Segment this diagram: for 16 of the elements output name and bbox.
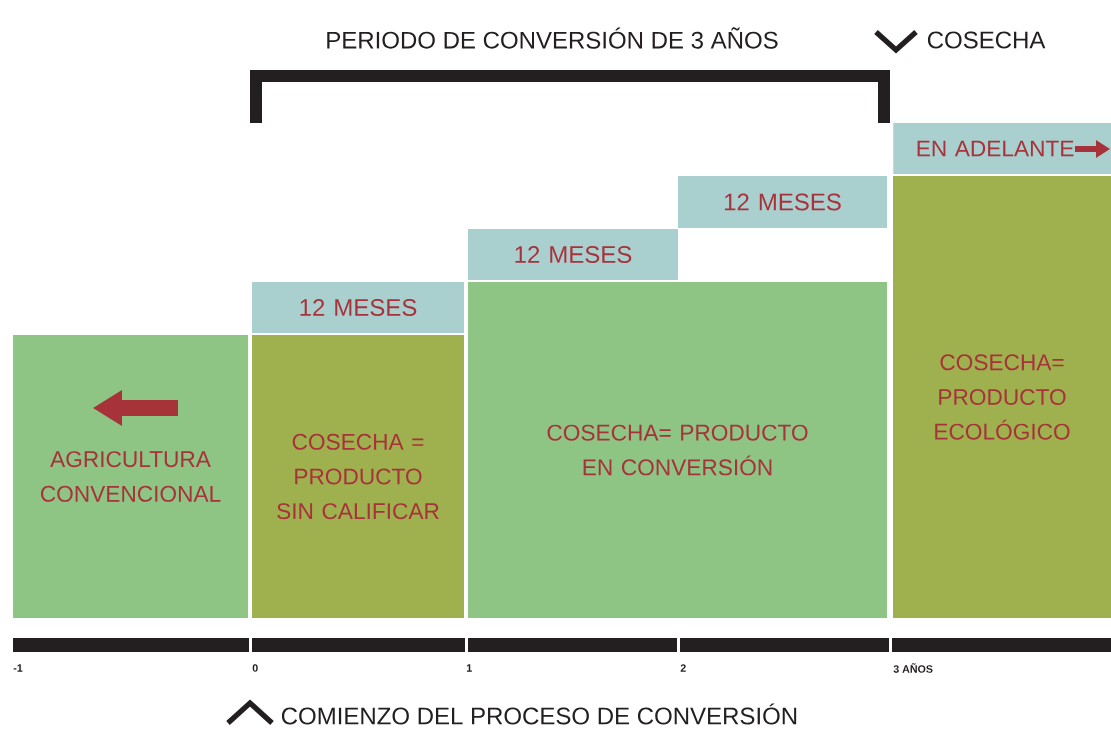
marker-label: COSECHA [927, 31, 1046, 49]
tick-label: 0 [252, 664, 258, 672]
duration-band: 12 MESES [468, 229, 678, 280]
marker-label: COMIENZO DEL PROCESO DE CONVERSIÓN [281, 703, 797, 725]
tick-label: 3 AÑOS [893, 663, 933, 673]
stage-block: COSECHA= PRODUCTO ECOLÓGICO [893, 176, 1111, 618]
tick-label: -1 [13, 664, 23, 672]
duration-band: EN ADELANTE [893, 123, 1111, 174]
stage-block: AGRICULTURA CONVENCIONAL [13, 335, 248, 618]
stage-block: COSECHA= PRODUCTO EN CONVERSIÓN [468, 282, 887, 618]
bracket-label: PERIODO DE CONVERSIÓN DE 3 AÑOS [327, 27, 778, 49]
stage-block: COSECHA = PRODUCTO SIN CALIFICAR [252, 335, 464, 618]
duration-band: 12 MESES [252, 282, 464, 333]
tick-label: 2 [680, 664, 686, 672]
tick-label: 1 [466, 664, 472, 672]
duration-band: 12 MESES [677, 176, 888, 228]
